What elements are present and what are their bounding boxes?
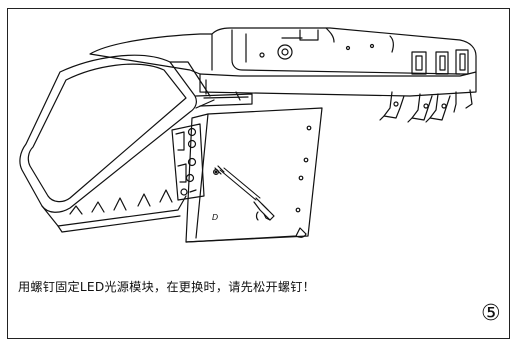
- tilted-housing-cover: [19, 54, 215, 233]
- hinge-bar: [195, 91, 253, 107]
- instruction-caption: 用螺钉固定LED光源模块，在更换时，请先松开螺钉！: [18, 280, 315, 294]
- side-bracket: [171, 123, 205, 201]
- led-module-plate: D: [185, 107, 323, 243]
- terminal-clips: [379, 89, 473, 123]
- fixture-body: [89, 27, 477, 77]
- screwdriver-icon: [219, 167, 275, 221]
- step-number: ⑤: [481, 301, 501, 326]
- housing-ribs: [69, 189, 173, 215]
- fixture-lower-shell: [199, 49, 477, 97]
- screw-icon: [214, 165, 225, 175]
- svg-text:D: D: [212, 213, 218, 222]
